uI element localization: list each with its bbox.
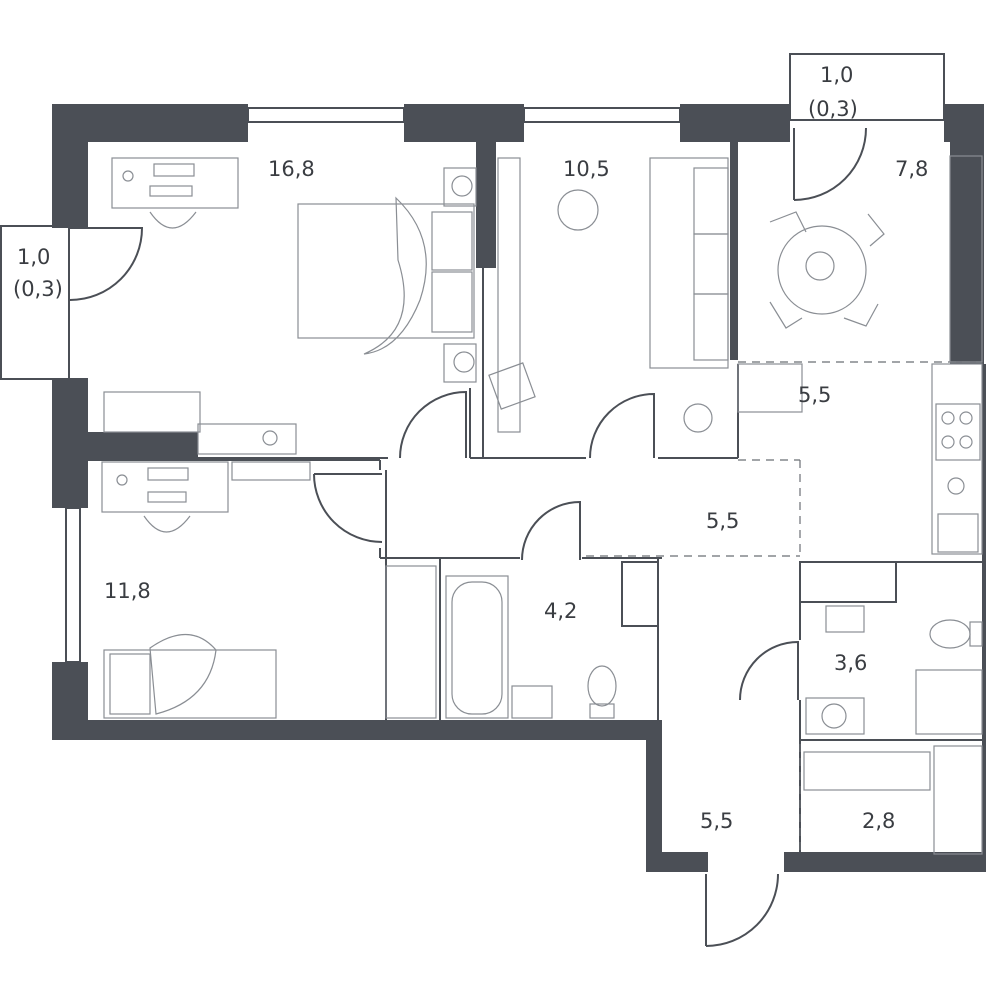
label-bedroom-mid: 10,5 (563, 157, 610, 181)
exterior-walls (52, 104, 986, 872)
label-balcony-left-area: 1,0 (17, 245, 50, 269)
label-bedroom-main: 16,8 (268, 157, 315, 181)
label-hallway: 5,5 (700, 809, 733, 833)
label-storage: 2,8 (862, 809, 895, 833)
label-kitchen-work: 5,5 (798, 383, 831, 407)
label-kitchen-dining: 7,8 (895, 157, 928, 181)
zone-dividers (586, 361, 982, 852)
label-balcony-left-reduced: (0,3) (13, 277, 63, 301)
label-corridor: 5,5 (706, 509, 739, 533)
label-balcony-top-reduced: (0,3) (808, 97, 858, 121)
label-wc: 3,6 (834, 651, 867, 675)
label-bathroom: 4,2 (544, 599, 577, 623)
furniture (101, 155, 983, 855)
balcony-left (0, 225, 70, 380)
label-bedroom-small: 11,8 (104, 579, 151, 603)
doors (69, 127, 867, 947)
balcony-top-right (789, 53, 945, 121)
room-labels: 16,8 10,5 7,8 5,5 5,5 11,8 4,2 3,6 5,5 2… (13, 63, 928, 833)
label-balcony-top-area: 1,0 (820, 63, 853, 87)
